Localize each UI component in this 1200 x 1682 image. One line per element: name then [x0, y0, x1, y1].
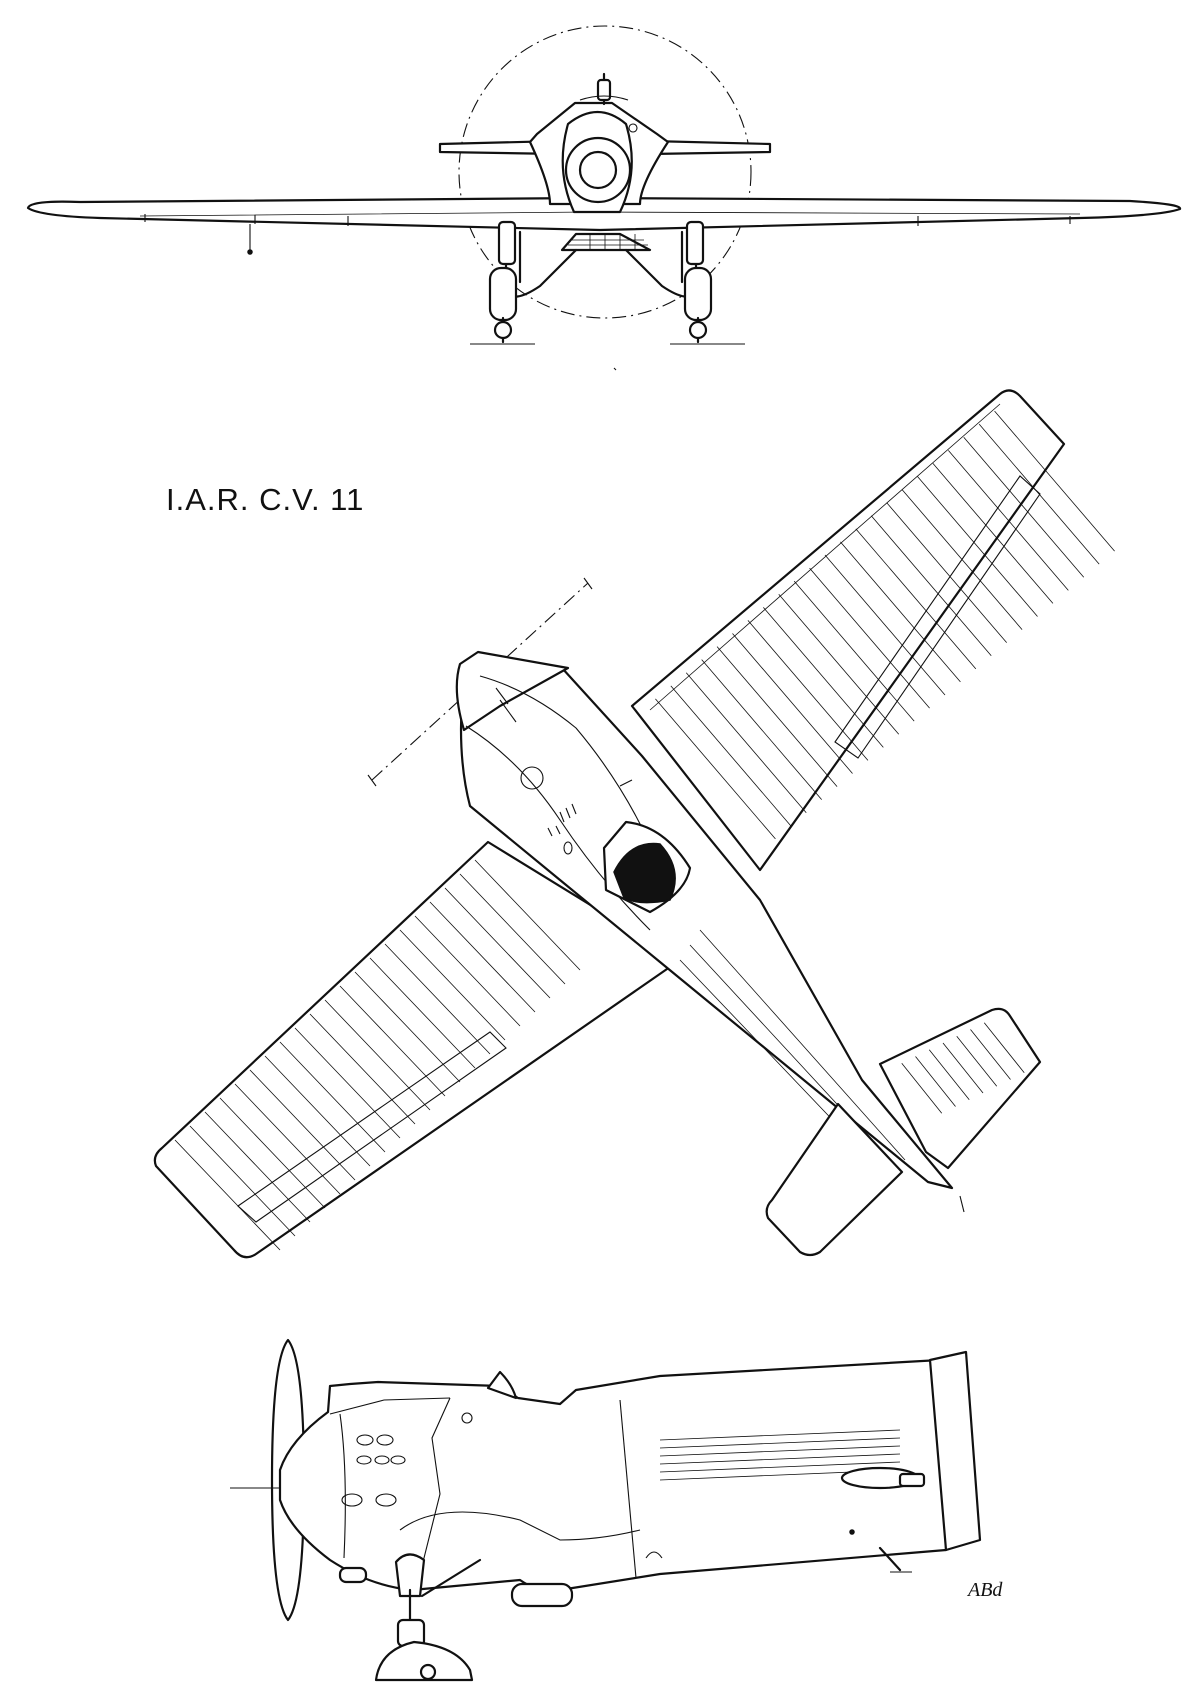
wing-rib: [324, 999, 431, 1111]
wing-rib: [444, 887, 551, 999]
wing-rib: [174, 1139, 281, 1251]
wing-rib: [763, 607, 884, 748]
wing-rib: [414, 915, 521, 1027]
wing-rib: [264, 1055, 371, 1167]
aileron-right: [834, 475, 1041, 759]
wing-rib: [809, 567, 930, 709]
wing-rib: [249, 1069, 356, 1181]
spinner: [578, 150, 618, 190]
front-left-wheel: [488, 266, 518, 322]
side-view: ABd: [230, 1338, 1003, 1682]
wing-right: [630, 389, 1066, 872]
wing-left: [153, 840, 682, 1259]
front-wing: [26, 196, 1182, 232]
cockpit-opening: [613, 842, 676, 904]
wing-rib: [234, 1083, 341, 1195]
wing-rib: [369, 957, 476, 1069]
wing-rib: [279, 1041, 386, 1153]
wing-rib: [928, 1049, 970, 1100]
front-right-wheel: [683, 266, 713, 322]
wing-rib: [716, 646, 838, 787]
wing-rib: [219, 1097, 326, 1209]
wing-rib: [459, 873, 566, 985]
wing-rib: [901, 1063, 943, 1114]
wing-rib: [793, 580, 915, 722]
wing-rib: [309, 1013, 416, 1125]
aileron-left: [237, 1031, 507, 1223]
wing-rib: [655, 698, 776, 840]
artist-signature: ABd: [966, 1579, 1003, 1601]
wing-rib: [994, 410, 1115, 552]
tailplane-left: [765, 1102, 904, 1257]
wing-rib: [942, 1042, 984, 1094]
wing-rib: [824, 554, 946, 696]
wing-rib: [970, 1029, 1011, 1080]
wing-rib: [189, 1125, 296, 1237]
side-fin: [928, 1350, 982, 1552]
wing-rib: [855, 528, 977, 670]
wheel-spat: [374, 1640, 474, 1682]
wing-rib: [399, 929, 506, 1041]
wing-rib: [963, 436, 1085, 578]
wing-rib: [948, 450, 1069, 591]
wing-rib: [956, 1036, 998, 1087]
propeller-arc: [458, 25, 752, 319]
top-view: [153, 389, 1115, 1259]
wing-rib: [932, 463, 1054, 604]
front-view: [26, 25, 1182, 371]
wing-rib: [886, 502, 1007, 643]
wing-rib: [339, 985, 446, 1097]
wing-rib: [901, 489, 1023, 630]
wing-rib: [778, 593, 900, 735]
wing-rib: [474, 859, 581, 971]
wing-rib: [204, 1111, 311, 1223]
wing-rib: [978, 423, 1100, 565]
wing-rib: [670, 685, 792, 827]
drawing-title: I.A.R. C.V. 11: [166, 482, 365, 517]
wing-rib: [732, 633, 853, 774]
wing-rib: [870, 515, 992, 657]
wing-rib: [685, 672, 807, 814]
top-nose: [455, 650, 570, 732]
wing-rib: [429, 901, 536, 1013]
wing-rib: [917, 476, 1038, 617]
wing-rib: [701, 659, 822, 800]
wing-rib: [915, 1056, 956, 1107]
wing-rib: [354, 971, 461, 1083]
top-fuselage: [459, 666, 954, 1190]
wing-rib: [294, 1027, 401, 1139]
wing-rib: [983, 1022, 1025, 1073]
wing-rib: [747, 620, 869, 761]
wing-rib: [384, 943, 491, 1055]
wing-rib: [840, 541, 961, 683]
